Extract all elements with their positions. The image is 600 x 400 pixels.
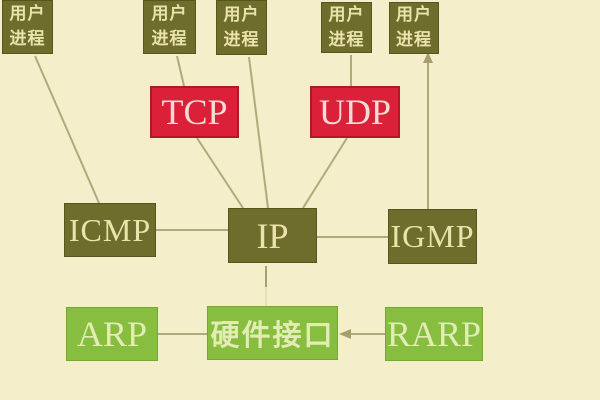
node-igmp: IGMP [388,209,477,264]
node-user-process-4: 用户 进程 [321,2,372,53]
arrowhead-up-user5 [423,52,433,63]
arrowhead-left-hw [339,329,351,339]
node-arp: ARP [66,307,158,361]
edge-user1-icmp [34,55,100,204]
node-user-process-2: 用户 进程 [143,0,196,54]
node-rarp: RARP [385,307,483,361]
edge-udp-ip [302,137,348,209]
node-user-process-3: 用户 进程 [216,0,267,55]
node-tcp: TCP [150,86,239,138]
node-hardware-interface: 硬件接口 [207,306,338,360]
edge-user2-tcp [176,55,185,87]
node-ip: IP [228,208,317,263]
node-user-process-5: 用户 进程 [389,2,439,54]
edge-tcp-ip [196,137,244,209]
node-udp: UDP [310,86,400,138]
node-user-process-1: 用户 进程 [2,0,53,54]
edge-user3-ip [248,56,269,209]
node-icmp: ICMP [64,203,156,257]
